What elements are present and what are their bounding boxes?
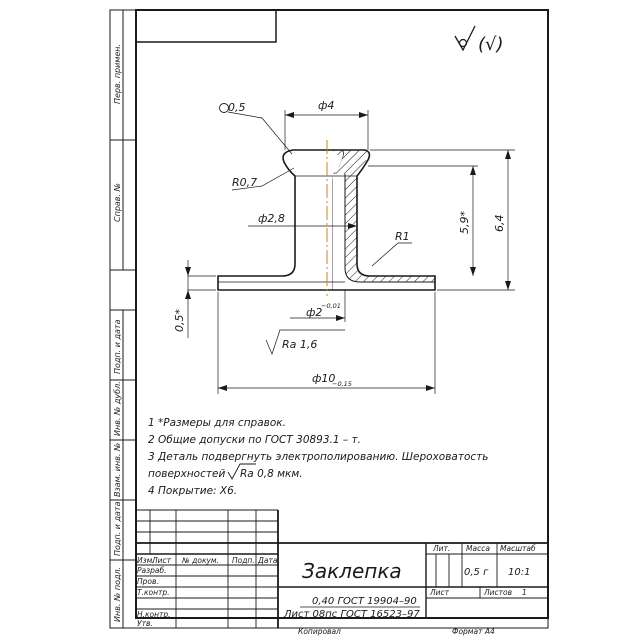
dim-flange-tolerance: −0,15 — [332, 380, 352, 388]
chamfer-circle-icon — [219, 103, 229, 113]
title-block-grid — [136, 509, 548, 628]
side-label-orig-inv: Инв. № подл. — [113, 567, 122, 622]
dim-head-diameter: ф4 — [318, 99, 334, 112]
side-label-repl-inv: Взам. инв. № — [113, 443, 122, 497]
note-4: 4 Покрытие: Х6. — [148, 485, 237, 497]
tb-header-sign: Подп. — [232, 556, 255, 565]
dim-shank-diameter: ф2,8 — [258, 212, 285, 225]
tb-role-developer: Разраб. — [137, 566, 166, 575]
side-label-ref-no: Справ. № — [113, 183, 122, 222]
tb-mass: 0,5 г — [464, 567, 489, 578]
note-3: 3 Деталь подвергнуть электрополированию.… — [148, 451, 488, 463]
part-outline — [217, 149, 436, 291]
tb-header-date: Дата — [257, 556, 278, 565]
tb-mass-label: Масса — [466, 544, 490, 553]
tb-material-2: Лист 08пс ГОСТ 16523–97 — [283, 609, 420, 620]
tb-header-sheet: Лист — [151, 556, 172, 565]
dim-shank-height: 5,9* — [458, 211, 471, 234]
dim-r-big: R1 — [395, 230, 410, 243]
tb-sheets: 1 — [522, 588, 527, 597]
tb-copied: Копировал — [298, 627, 341, 636]
dim-flange-height: 0,5* — [173, 309, 186, 332]
dim-chamfer: 0,5 — [228, 101, 246, 114]
dimension-arrows — [185, 112, 511, 391]
drawing-frame — [135, 9, 549, 619]
note-3-cont: поверхностей — [148, 468, 225, 480]
side-label-dup-inv: Инв. № дубл. — [113, 381, 122, 436]
roughness-sign-icon — [454, 25, 476, 52]
dim-total-height: 6,4 — [493, 215, 506, 233]
tb-role-approver: Утв. — [137, 619, 153, 628]
dim-roughness: Ra 1,6 — [282, 338, 317, 351]
note-3-roughness: Ra 0,8 мкм. — [240, 468, 303, 480]
side-strip — [110, 10, 136, 628]
tb-material-1: 0,40 ГОСТ 19904–90 — [312, 596, 417, 607]
tb-header-doc: № докум. — [181, 556, 219, 565]
dim-flange-diameter: ф10 — [312, 372, 335, 385]
tb-header-change: Изм. — [137, 556, 155, 565]
tb-role-tech-control: Т.контр. — [137, 588, 170, 597]
side-label-sign-date-1: Подп. и дата — [113, 319, 122, 374]
tb-format: Формат А4 — [452, 627, 495, 636]
tb-scale: 10:1 — [508, 567, 530, 578]
surface-sign-text: (√) — [478, 34, 504, 55]
note-1: 1 *Размеры для справок. — [148, 417, 286, 429]
tb-lit-label: Лит. — [432, 544, 450, 553]
tb-sheet-label: Лист — [429, 588, 450, 597]
note-2: 2 Общие допуски по ГОСТ 30893.1 – т. — [148, 434, 361, 446]
dim-r-small: R0,7 — [232, 176, 257, 189]
side-label-sign-date-2: Подп. и дата — [113, 501, 122, 556]
tb-sheets-label: Листов — [483, 588, 512, 597]
tb-role-norm-control: Н.контр. — [137, 610, 171, 619]
side-label-first-use: Перв. примен. — [113, 44, 122, 104]
section-hatch — [333, 150, 435, 290]
tb-title: Заклепка — [302, 559, 402, 583]
tb-scale-label: Масштаб — [500, 544, 536, 553]
dim-hole-diameter: ф2 — [306, 306, 322, 319]
dim-hole-tolerance: −0,01 — [321, 302, 341, 310]
note-roughness-sign-icon — [227, 463, 256, 480]
top-stamp-box — [136, 10, 277, 43]
tb-role-checker: Пров. — [137, 577, 159, 586]
